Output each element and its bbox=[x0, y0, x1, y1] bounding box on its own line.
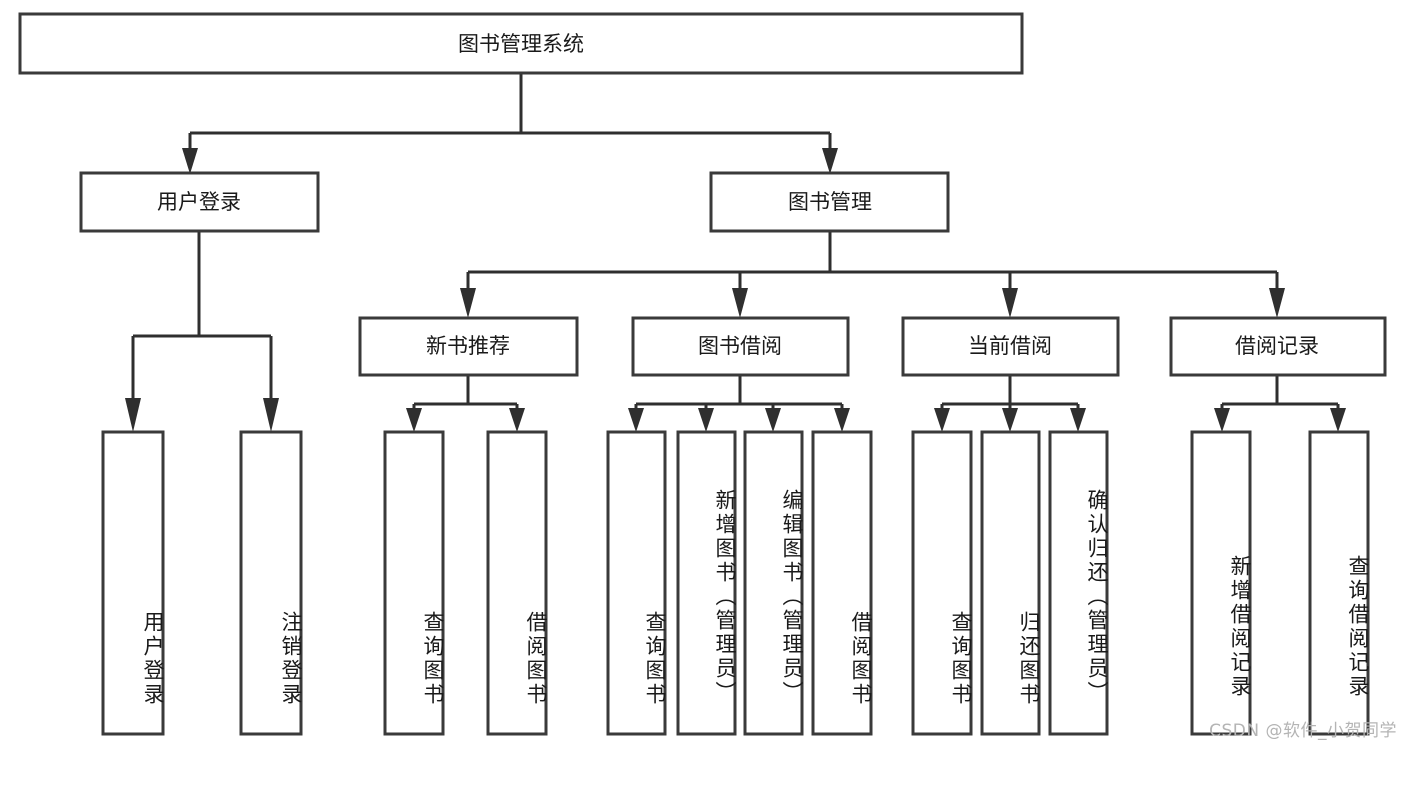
node-user-login[interactable]: 用户登录 bbox=[79, 171, 320, 233]
node-book-manage-label: 图书管理 bbox=[788, 190, 872, 214]
connector-currentborrow-to-leaves bbox=[934, 375, 1086, 432]
node-root[interactable]: 图书管理系统 bbox=[18, 12, 1024, 75]
node-borrow-record[interactable]: 借阅记录 bbox=[1169, 316, 1387, 377]
node-book-borrow[interactable]: 图书借阅 bbox=[631, 316, 850, 377]
diagram-canvas: 图书管理系统 用户登录 图书管理 新书推荐 图书借阅 当前借阅 借阅记录 bbox=[18, 12, 1397, 741]
node-leaf-borrow-book-2[interactable] bbox=[811, 430, 873, 736]
node-leaf-query-record[interactable] bbox=[1308, 430, 1370, 736]
flowchart-svg: 图书管理系统 用户登录 图书管理 新书推荐 图书借阅 当前借阅 借阅记录 bbox=[18, 12, 1387, 736]
node-new-book-rec-label: 新书推荐 bbox=[426, 334, 510, 358]
node-leaf-query-book-2[interactable] bbox=[606, 430, 667, 736]
node-leaf-borrow-book-1[interactable] bbox=[486, 430, 548, 736]
connector-borrowrecord-to-leaves bbox=[1214, 375, 1346, 432]
node-leaf-query-book-1[interactable] bbox=[383, 430, 445, 736]
node-leaf-confirm-return[interactable] bbox=[1048, 430, 1109, 736]
node-leaf-add-record[interactable] bbox=[1190, 430, 1252, 736]
node-leaf-logout[interactable] bbox=[239, 430, 303, 736]
csdn-watermark: CSDN @软件_小贺同学 bbox=[1209, 721, 1397, 741]
connector-userlogin-to-leaves bbox=[125, 231, 279, 432]
connector-bookmanage-to-level3 bbox=[460, 231, 1285, 318]
node-leaf-return-book[interactable] bbox=[980, 430, 1041, 736]
node-root-label: 图书管理系统 bbox=[458, 32, 584, 56]
connector-root-to-level2 bbox=[182, 73, 838, 174]
node-leaf-edit-book[interactable] bbox=[743, 430, 804, 736]
connector-newbook-to-leaves bbox=[406, 375, 525, 432]
node-book-manage[interactable]: 图书管理 bbox=[709, 171, 950, 233]
node-current-borrow-label: 当前借阅 bbox=[968, 334, 1052, 358]
node-leaf-user-login[interactable] bbox=[101, 430, 165, 736]
node-new-book-rec[interactable]: 新书推荐 bbox=[358, 316, 579, 377]
node-user-login-label: 用户登录 bbox=[157, 190, 241, 214]
node-borrow-record-label: 借阅记录 bbox=[1235, 334, 1319, 358]
connector-bookborrow-to-leaves bbox=[628, 375, 850, 432]
node-leaf-query-book-3[interactable] bbox=[911, 430, 973, 736]
node-leaf-add-book[interactable] bbox=[676, 430, 737, 736]
node-book-borrow-label: 图书借阅 bbox=[698, 334, 782, 358]
node-current-borrow[interactable]: 当前借阅 bbox=[901, 316, 1120, 377]
